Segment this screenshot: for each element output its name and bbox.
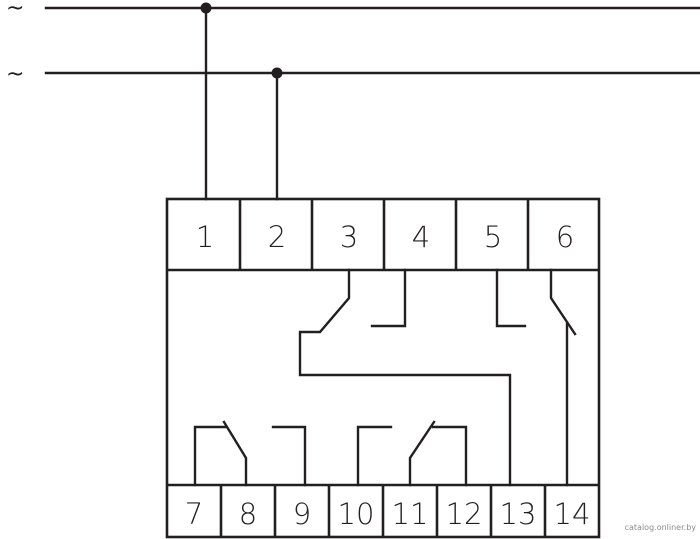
bottom-terminal-block: 7 8 9 10 11 12 13 14 — [167, 483, 599, 537]
terminal-2-label: 2 — [268, 220, 286, 254]
terminal-14-label: 14 — [554, 497, 591, 531]
terminal-8-label: 8 — [239, 497, 257, 531]
contact-11-switch — [408, 420, 436, 487]
terminal-5-label: 5 — [484, 220, 502, 254]
upper-contact-group — [298, 268, 577, 487]
terminal-6-label: 6 — [556, 220, 574, 254]
supply-line-2-symbol: ~ — [6, 62, 24, 87]
lower-contact-group — [193, 420, 468, 487]
terminal-10-label: 10 — [338, 497, 375, 531]
terminal-4-label: 4 — [412, 220, 430, 254]
contact-9-stationary — [271, 425, 307, 487]
contact-8-switch — [222, 420, 248, 487]
contact-12-stationary — [431, 425, 468, 487]
terminal-13-label: 13 — [500, 497, 537, 531]
terminal-12-label: 12 — [446, 497, 483, 531]
contact-10-stationary — [356, 425, 393, 487]
contact-3-4-switch — [298, 268, 512, 487]
terminal-1-label: 1 — [196, 220, 214, 254]
top-terminal-block: 1 2 3 4 5 6 — [167, 199, 599, 272]
contact-6-switch — [549, 268, 577, 336]
watermark: catalog.onliner.by — [625, 523, 697, 532]
contact-7-stationary — [193, 425, 228, 487]
terminal-7-label: 7 — [185, 497, 203, 531]
terminal-9-label: 9 — [293, 497, 311, 531]
contact-4-stationary — [370, 268, 407, 328]
terminal-3-label: 3 — [340, 220, 358, 254]
supply-line-1-symbol: ~ — [6, 0, 24, 21]
terminal-11-label: 11 — [392, 497, 429, 531]
contact-5-stationary — [495, 268, 527, 328]
